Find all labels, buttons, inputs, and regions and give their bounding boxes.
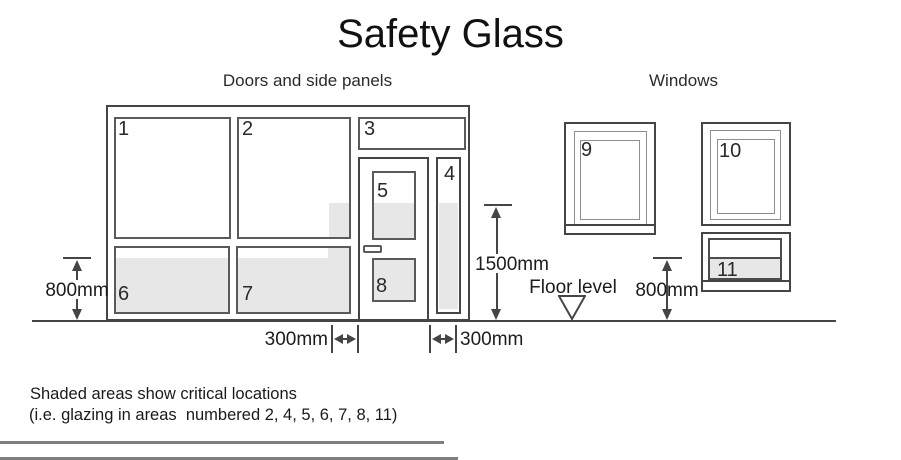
critical-shading-panel-11	[710, 257, 780, 278]
dim-left-300-line	[340, 338, 350, 340]
arrow-right-icon	[347, 334, 356, 344]
glazing-panel-10	[717, 139, 775, 214]
window-9-sill	[566, 224, 654, 226]
page-title: Safety Glass	[337, 12, 564, 56]
panel-number-3: 3	[364, 118, 376, 140]
critical-shading-panel-5	[374, 203, 414, 238]
dim-1500-shaft-top	[496, 217, 498, 254]
dim-left-300-label: 300mm	[264, 329, 328, 350]
glazing-panel-8	[372, 258, 416, 302]
glazing-panel-9	[580, 140, 640, 220]
dim-left-800-tick	[63, 257, 91, 259]
panel-number-10: 10	[719, 140, 742, 162]
section-label-windows: Windows	[649, 71, 718, 90]
glazing-panel-2	[237, 117, 351, 239]
dim-left-800-shaft-top	[76, 270, 78, 280]
side-panel-4	[436, 157, 461, 314]
door	[358, 157, 429, 321]
critical-shading-panel-4	[439, 203, 458, 309]
arrow-left-icon	[334, 334, 343, 344]
dim-right-800-label: 800mm	[635, 280, 699, 301]
floor-level-label: Floor level	[529, 277, 617, 298]
arrow-down-icon	[491, 309, 501, 320]
divider-rule-bottom	[0, 457, 458, 460]
door-handle	[363, 245, 382, 253]
critical-shading-panel-6	[116, 258, 228, 312]
glazing-panel-5	[372, 171, 416, 240]
dim-right-800-tick	[653, 257, 682, 259]
dim-1500-label: 1500mm	[475, 254, 549, 275]
window-10-sill	[703, 280, 789, 282]
arrow-up-icon	[662, 260, 672, 271]
arrow-down-icon	[662, 309, 672, 320]
dim-1500-shaft-bottom	[496, 273, 498, 309]
dim-left-300-bar-b	[357, 325, 359, 353]
window-10-transom-rail	[701, 224, 791, 234]
arrow-right-icon	[445, 334, 454, 344]
dim-right-300-bar-b	[455, 325, 457, 353]
panel-number-8: 8	[376, 275, 388, 297]
panel-number-6: 6	[118, 283, 130, 305]
note-line-2: (i.e. glazing in areas numbered 2, 4, 5,…	[29, 406, 398, 424]
glazing-panel-11	[708, 238, 782, 280]
section-label-doors: Doors and side panels	[222, 71, 393, 90]
dim-right-300-line	[438, 338, 448, 340]
dim-1500-tick	[484, 204, 512, 206]
arrow-down-icon	[72, 309, 82, 320]
dim-left-300-bar-a	[331, 325, 333, 353]
dim-left-800-label: 800mm	[45, 280, 109, 301]
arrow-left-icon	[432, 334, 441, 344]
glazing-panel-3	[358, 117, 466, 150]
floor-line	[32, 320, 836, 322]
dim-right-800-shaft	[666, 270, 668, 309]
glazing-panel-1	[114, 117, 231, 239]
floor-level-marker-icon	[558, 295, 586, 321]
glazing-panel-6	[114, 246, 230, 314]
dim-right-300-bar-a	[429, 325, 431, 353]
panel-number-1: 1	[118, 118, 130, 140]
panel-number-9: 9	[581, 139, 593, 161]
panel-number-7: 7	[242, 283, 254, 305]
critical-shading-panel-2	[329, 203, 349, 237]
panel-number-5: 5	[377, 180, 389, 202]
arrow-up-icon	[72, 260, 82, 271]
dim-right-300-label: 300mm	[460, 329, 524, 350]
divider-rule-top	[0, 441, 444, 444]
panel-number-2: 2	[242, 118, 254, 140]
note-line-1: Shaded areas show critical locations	[30, 385, 297, 403]
panel-number-4: 4	[444, 163, 456, 185]
non-critical-area-panel-7	[238, 248, 328, 258]
glazing-panel-7	[236, 246, 351, 314]
arrow-up-icon	[491, 207, 501, 218]
dim-left-800-shaft-bottom	[76, 299, 78, 309]
panel-number-11: 11	[717, 259, 738, 281]
